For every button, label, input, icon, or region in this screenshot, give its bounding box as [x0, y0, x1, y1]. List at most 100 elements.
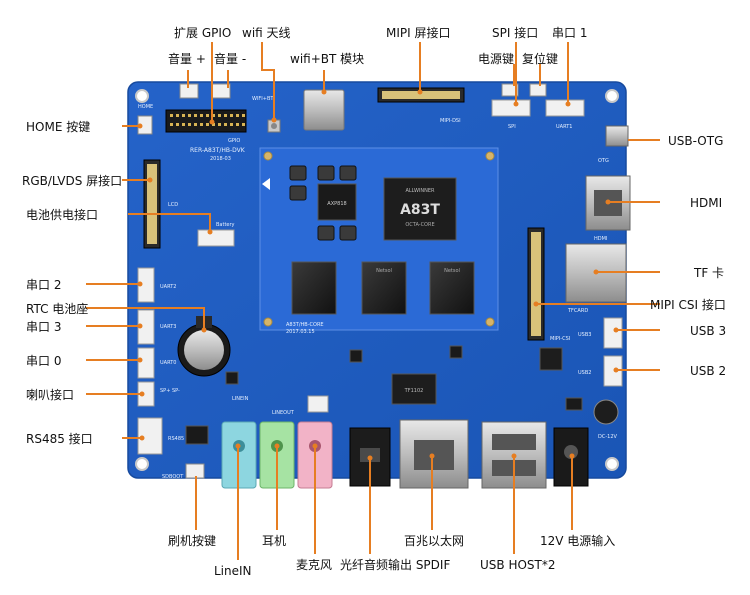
mounting-holes: [135, 89, 619, 471]
otg-silk: OTG: [598, 158, 609, 164]
label-vol-up: 音量 +: [168, 52, 206, 66]
label-vol-down: 音量 -: [214, 52, 247, 66]
dc-silk: DC-12V: [598, 434, 618, 440]
eth-transformer: [391, 373, 437, 405]
label-wifi-bt: wifi+BT 模块: [290, 52, 365, 66]
pmic-label: AXP818: [327, 201, 346, 207]
home-silk: HOME: [138, 104, 153, 110]
sdboot-silk: SDBOOT: [162, 474, 184, 480]
gpio-pin: [206, 123, 209, 126]
label-rtc: RTC 电池座: [26, 302, 89, 316]
mem-label-1: Netsol: [376, 268, 392, 274]
label-ethernet: 百兆以太网: [404, 534, 465, 548]
lineout-silk: LINEOUT: [272, 410, 295, 416]
gpio-pin: [242, 123, 245, 126]
antenna-pad: [271, 123, 277, 129]
label-uart3: 串口 3: [26, 320, 62, 334]
label-usb-otg: USB-OTG: [668, 134, 724, 148]
leader-lines: [86, 42, 660, 560]
soc-chip: [383, 177, 457, 241]
label-usb2: USB 2: [690, 364, 727, 378]
gpio-pin: [212, 123, 215, 126]
gpio-pin: [170, 114, 173, 117]
battery-silk: Battery: [216, 222, 235, 228]
gpio-header: [165, 109, 247, 133]
usb2-silk: USB2: [578, 370, 591, 376]
gpio-pin: [224, 123, 227, 126]
label-uart0: 串口 0: [26, 354, 62, 368]
label-tf-card: TF 卡: [694, 266, 725, 280]
uart0-silk: UART0: [160, 360, 176, 366]
mic-connector-small: [307, 395, 329, 413]
flash-button: [185, 463, 205, 479]
soc-brand: ALLWINNER: [405, 188, 435, 194]
uart3-silk: UART3: [160, 324, 176, 330]
mem-label-2: Netsol: [444, 268, 460, 274]
uart1-silk: UART1: [556, 124, 572, 130]
gpio-pin: [230, 123, 233, 126]
mipi-csi-silk: MIPI-CSI: [550, 336, 570, 342]
label-gpio: 扩展 GPIO: [174, 26, 232, 40]
gpio-pin: [176, 123, 179, 126]
reset-button: [529, 83, 547, 97]
label-mipi-csi: MIPI CSI 接口: [650, 298, 726, 312]
gpio-pin: [236, 114, 239, 117]
label-power-key: 电源键: [478, 52, 515, 66]
hdmi-silk: HDMI: [594, 236, 607, 242]
gpio-pin: [188, 114, 191, 117]
board-date-silk: 2018-03: [210, 156, 231, 162]
gpio-pin: [200, 114, 203, 117]
misc-chips: [185, 345, 583, 445]
gpio-pin: [236, 123, 239, 126]
label-linein: LineIN: [214, 564, 252, 578]
usb3-connector: [603, 317, 623, 349]
spi-connector: [491, 99, 531, 117]
gpio-pin: [194, 123, 197, 126]
tfcard-silk: TFCARD: [567, 308, 588, 314]
capacitor: [593, 399, 619, 425]
leader-dots: [137, 89, 619, 461]
gpio-pin: [170, 123, 173, 126]
gpio-pin: [224, 114, 227, 117]
rtc-battery-cell: [184, 330, 224, 370]
label-battery: 电池供电接口: [26, 208, 99, 222]
lcd-silk: LCD: [168, 202, 178, 208]
power-button: [501, 83, 519, 97]
label-spi: SPI 接口: [492, 26, 539, 40]
spdif-opening: [360, 448, 380, 462]
label-home-key: HOME 按键: [26, 120, 91, 134]
label-flash-key: 刷机按键: [168, 534, 217, 548]
rs485-silk: RS485: [168, 436, 184, 442]
mipi-dsi-silk: MIPI-DSI: [440, 118, 461, 124]
label-uart2: 串口 2: [26, 278, 62, 292]
label-speaker: 喇叭接口: [26, 388, 75, 402]
label-usb-host: USB HOST*2: [480, 558, 556, 572]
label-mipi-screen: MIPI 屏接口: [386, 26, 451, 40]
gpio-pin: [182, 114, 185, 117]
board-name-silk: RER-A83T/HB-DVK: [190, 147, 246, 154]
label-hdmi: HDMI: [690, 196, 723, 210]
uart2-silk: UART2: [160, 284, 176, 290]
gpio-pins: [170, 114, 245, 126]
gpio-pin: [200, 123, 203, 126]
wifi-bt-module: [303, 89, 345, 131]
wifi-silk: WIFI+BT: [252, 96, 274, 102]
usb-host-slot-1: [492, 434, 536, 450]
soc-sub: OCTA-CORE: [405, 222, 434, 228]
uart1-connector: [545, 99, 585, 117]
lcd-pins: [147, 164, 157, 244]
gpio-pin: [206, 114, 209, 117]
gpio-pin: [182, 123, 185, 126]
eth-chip-label: TF1102: [404, 388, 424, 394]
gpio-pin: [176, 114, 179, 117]
mipi-dsi-pins: [382, 91, 460, 99]
label-reset-key: 复位键: [522, 52, 559, 66]
usb-hub-chip: [539, 347, 563, 371]
gpio-pin: [230, 114, 233, 117]
label-headphone: 耳机: [262, 534, 287, 548]
mipi-csi-pins: [531, 232, 541, 336]
gpio-pin: [218, 123, 221, 126]
gpio-silk: GPIO: [228, 138, 240, 144]
gpio-pin: [194, 114, 197, 117]
